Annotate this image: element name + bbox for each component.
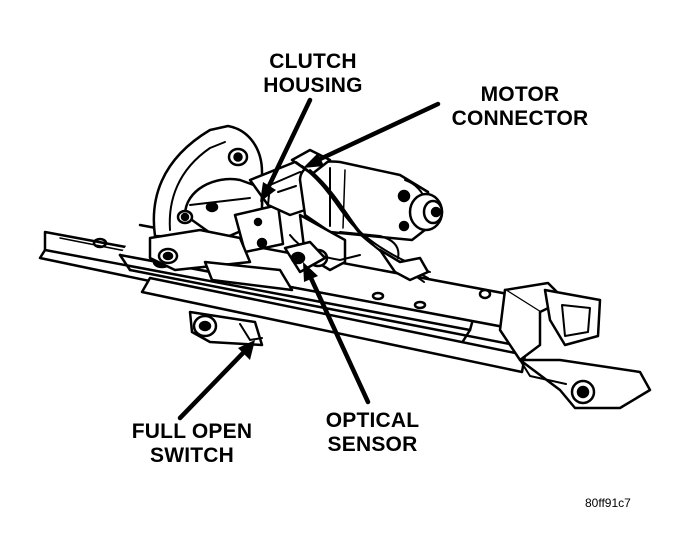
optical-sensor-label-line2: SENSOR (327, 433, 418, 456)
full-open-switch (188, 310, 264, 347)
motor-connector-arrowhead (303, 153, 324, 168)
optical-sensor-label-line1: OPTICAL (325, 409, 420, 432)
optical-sensor-label: OPTICAL SENSOR (305, 409, 440, 457)
clutch-housing-leader (265, 97, 313, 191)
optical-sensor-arrowhead (303, 262, 318, 282)
leader-arrows (177, 97, 441, 421)
full-open-switch-label: FULL OPEN SWITCH (108, 420, 276, 468)
full-open-switch-label-line1: FULL OPEN (131, 420, 253, 443)
full-open-switch-leader (177, 349, 247, 421)
optical-sensor-leader (307, 273, 371, 405)
motor-connector-leader (315, 101, 441, 163)
optical-sensor (283, 240, 327, 274)
drive-motor (298, 160, 444, 272)
figure-code: 80ff91c7 (585, 496, 631, 510)
clutch-housing-arrowhead (260, 182, 276, 202)
clutch-housing-label-line1: CLUTCH (269, 50, 357, 73)
motor-connector-label: MOTOR CONNECTOR (420, 83, 620, 131)
clutch-housing-label-line2: HOUSING (263, 74, 363, 97)
full-open-switch-arrowhead (238, 340, 255, 360)
motor-connector-label-line1: MOTOR (480, 83, 560, 106)
full-open-switch-label-line2: SWITCH (149, 444, 235, 467)
motor-connector-label-line2: CONNECTOR (451, 107, 589, 130)
clutch-housing-label: CLUTCH HOUSING (248, 50, 378, 98)
clutch-housing-assembly (148, 124, 324, 292)
